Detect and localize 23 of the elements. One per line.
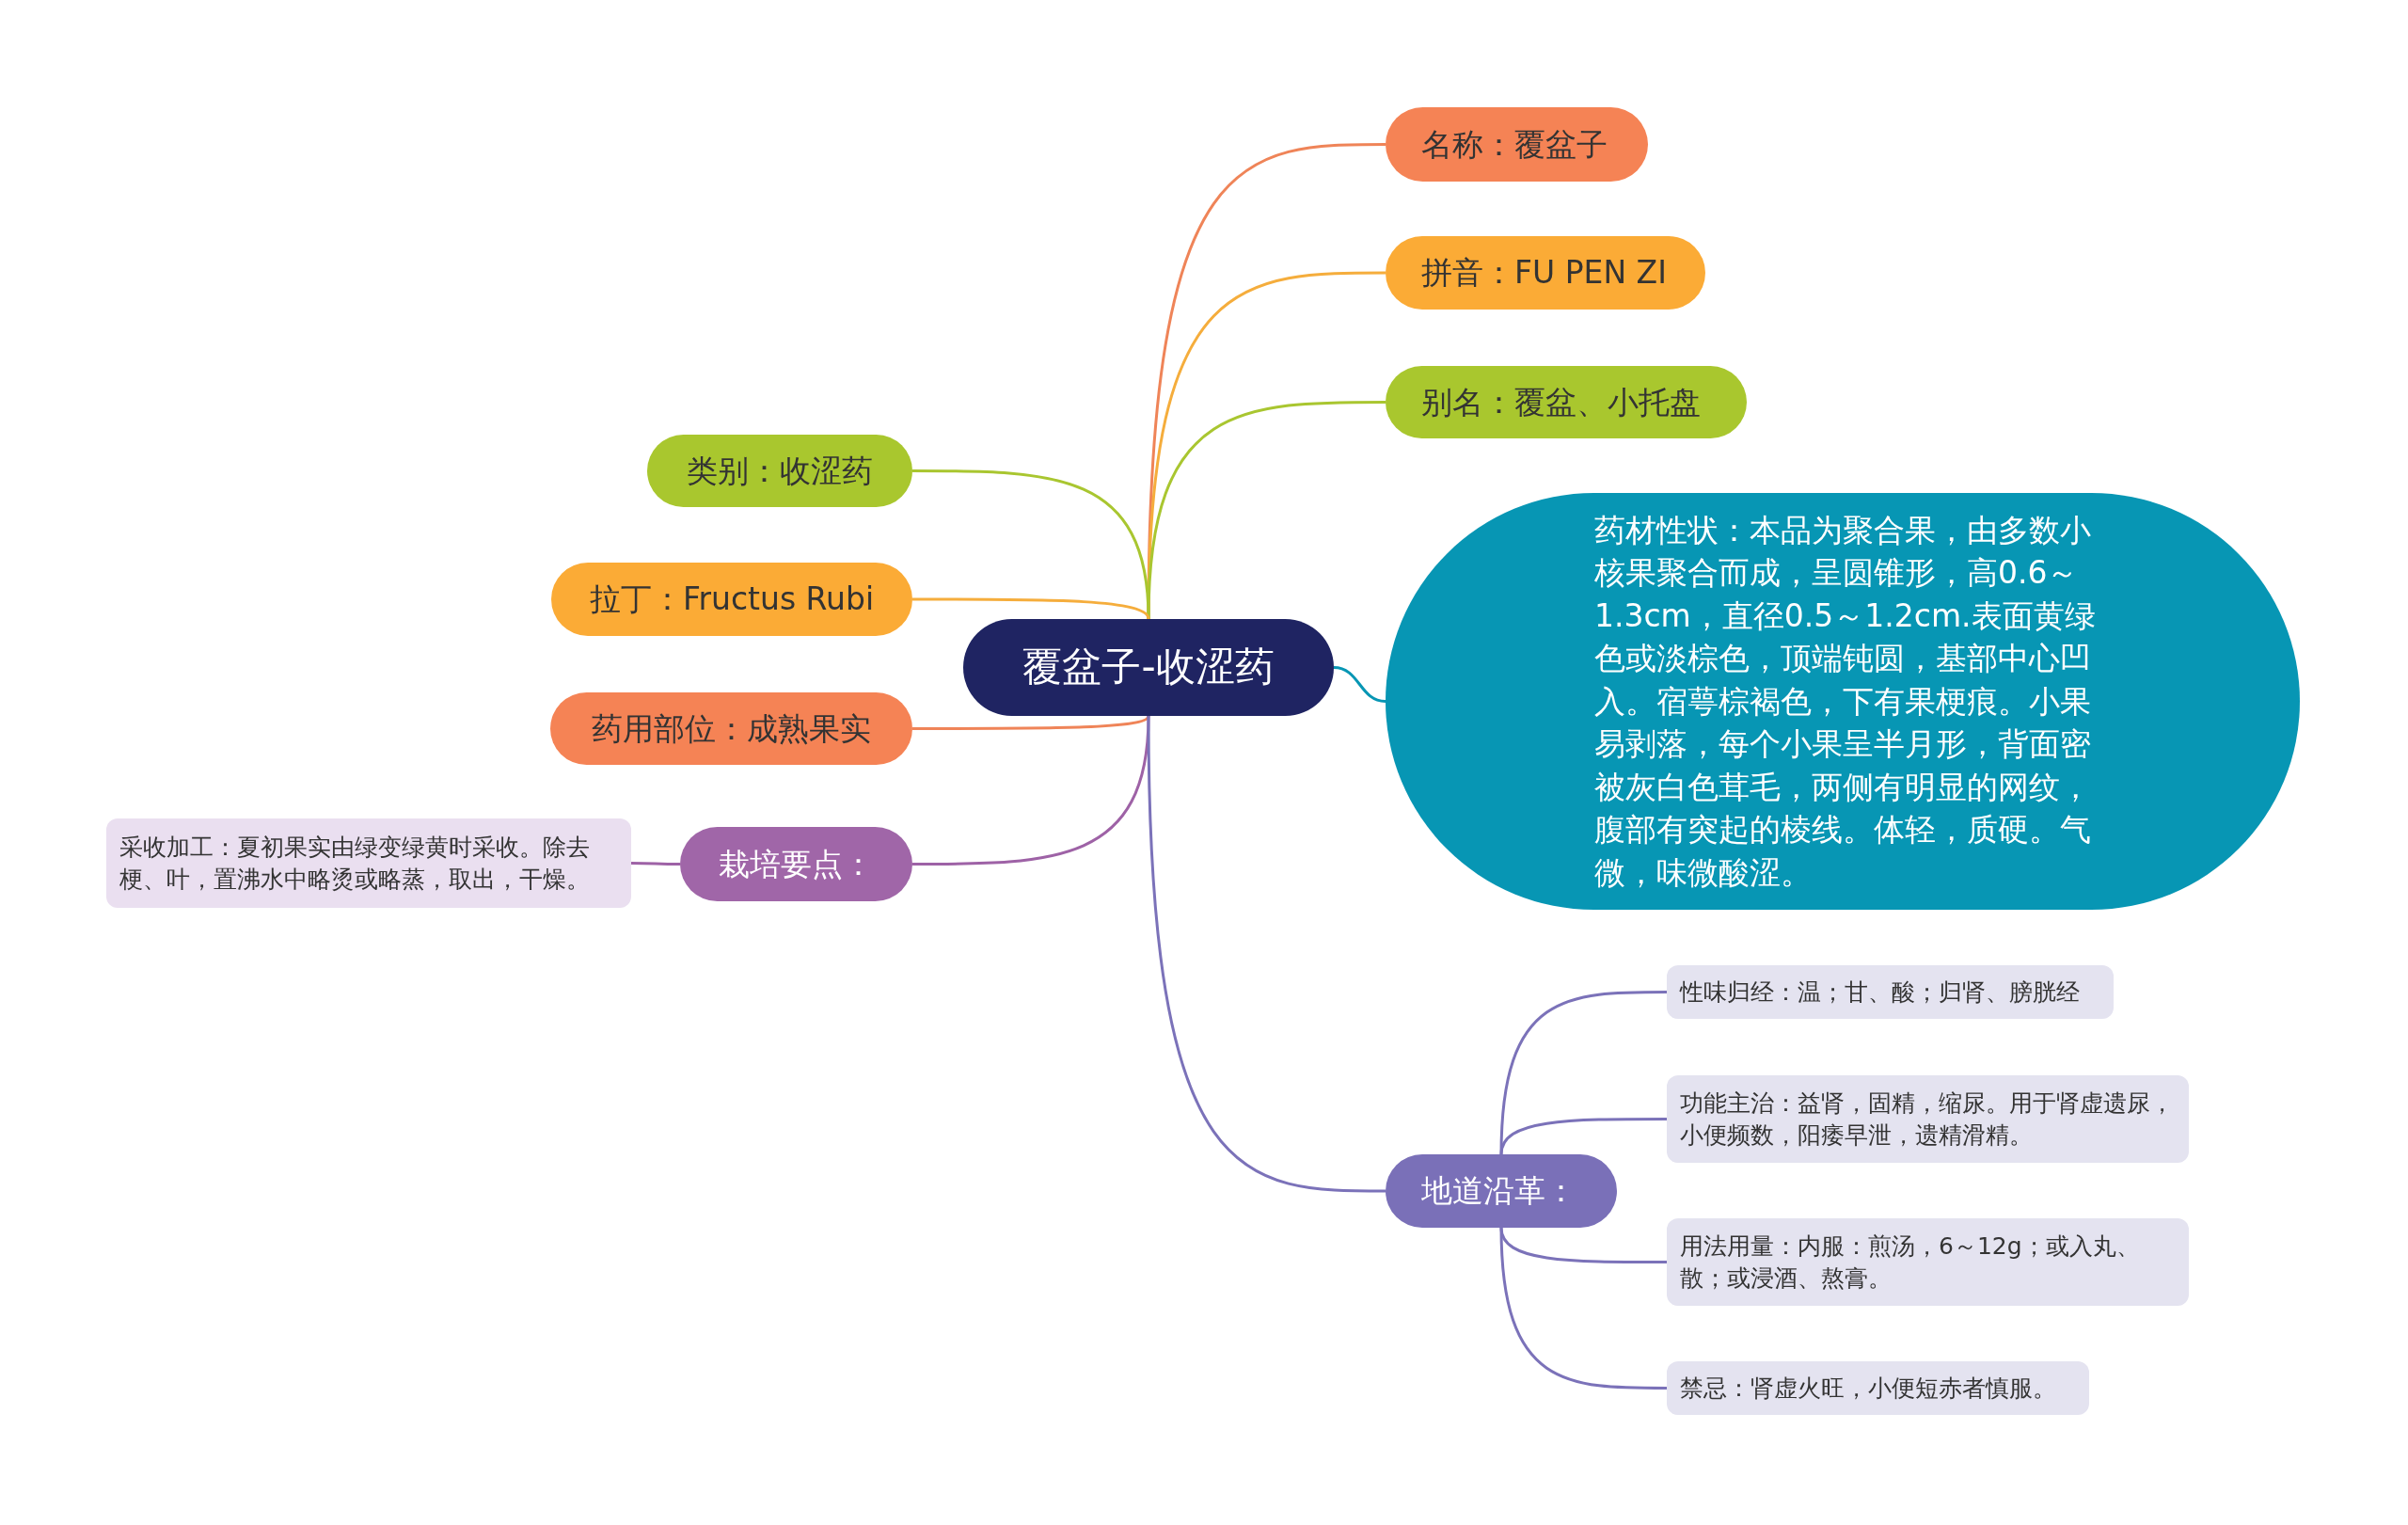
description-pill: 药材性状：本品为聚合果，由多数小核果聚合而成，呈圆锥形，高0.6～1.3cm，直径0.5～1.2cm.表面黄绿色或淡棕色，顶端钝圆，基部中心凹入。宿萼棕褐色，下有果梗痕。小果易剥落，每个小果呈半月形，背面密被灰白色茸毛，两侧有明显的网纹，腹部有突起的棱线。体轻，质硬。气微，味微酸涩。 — [1386, 493, 2300, 910]
topic-pill: 拉丁：Fructus Rubi — [551, 563, 912, 636]
note-box: 功能主治：益肾，固精，缩尿。用于肾虚遗尿，小便频数，阳痿早泄，遗精滑精。 — [1667, 1075, 2189, 1163]
connector-line — [1333, 666, 1386, 703]
note-box: 性味归经：温；甘、酸；归肾、膀胱经 — [1667, 965, 2114, 1019]
topic-pill: 类别：收涩药 — [647, 435, 912, 507]
connector-line — [912, 597, 1150, 620]
connector-line — [1147, 715, 1386, 1193]
connector-line — [912, 715, 1150, 866]
connector-line — [1499, 1118, 1667, 1155]
topic-pill: 别名：覆盆、小托盘 — [1386, 366, 1747, 438]
note-box: 禁忌：肾虚火旺，小便短赤者慎服。 — [1667, 1361, 2089, 1415]
topic-pill: 地道沿革： — [1386, 1154, 1617, 1228]
central-topic: 覆盆子-收涩药 — [963, 619, 1334, 716]
note-box: 用法用量：内服：煎汤，6～12g；或入丸、散；或浸酒、熬膏。 — [1667, 1218, 2189, 1306]
topic-pill: 栽培要点： — [680, 827, 912, 901]
connector-line — [1147, 401, 1386, 620]
connector-line — [631, 862, 680, 866]
connector-line — [1499, 1227, 1667, 1390]
note-box: 采收加工：夏初果实由绿变绿黄时采收。除去梗、叶，置沸水中略烫或略蒸，取出，干燥。 — [106, 818, 631, 908]
topic-pill: 拼音：FU PEN ZI — [1386, 236, 1705, 310]
topic-pill: 药用部位：成熟果实 — [550, 692, 912, 765]
topic-pill: 名称：覆盆子 — [1386, 107, 1648, 182]
